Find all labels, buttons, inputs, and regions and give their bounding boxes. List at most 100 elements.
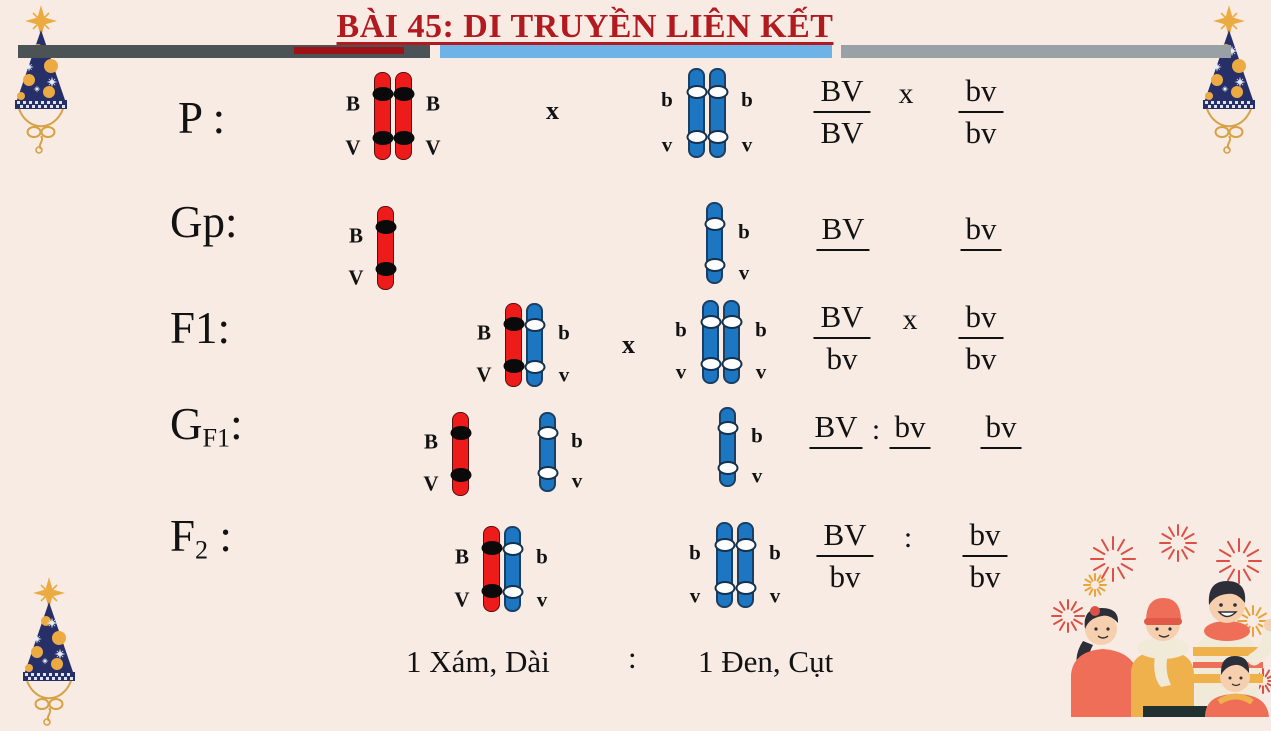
chromosome-red [375, 206, 396, 290]
allele-label: B [423, 429, 439, 454]
divider-bar-blue [440, 45, 832, 58]
allele-locus-dot [450, 426, 471, 441]
allele-label: v [536, 587, 548, 612]
allele-label: b [738, 219, 750, 244]
allele-locus-dot [502, 541, 523, 556]
allele-locus-dot [481, 540, 502, 555]
chromosome-red [372, 72, 393, 160]
allele-label: V [348, 265, 364, 290]
allele-label: v [689, 583, 701, 608]
allele-label: B [345, 91, 361, 116]
chromosome-blue [704, 202, 725, 284]
allele-locus-dot [503, 359, 524, 374]
allele-locus-dot [524, 360, 545, 375]
allele-locus-dot [707, 129, 728, 144]
allele-label: B [425, 91, 441, 116]
allele-label: B [348, 223, 364, 248]
row-label-F1: F1: [170, 303, 231, 353]
chromosome-blue [502, 526, 523, 612]
allele-locus-dot [372, 131, 393, 146]
genotype-term: BV [809, 409, 863, 450]
allele-label: V [345, 135, 361, 160]
allele-locus-dot [714, 537, 735, 552]
allele-label: v [755, 359, 767, 384]
chromosome-blue [714, 522, 735, 608]
allele-label: b [675, 317, 687, 342]
row-label-P: P : [178, 93, 226, 143]
cross-symbol: x [622, 330, 635, 359]
chromosome-blue [686, 68, 707, 158]
allele-locus-dot [686, 129, 707, 144]
allele-label: V [454, 587, 470, 612]
genotype-operator: x [902, 303, 918, 336]
allele-locus-dot [717, 461, 738, 476]
allele-label: v [769, 583, 781, 608]
allele-locus-dot [503, 317, 524, 332]
allele-label: b [536, 544, 548, 569]
allele-locus-dot [707, 84, 728, 99]
allele-label: b [755, 317, 767, 342]
allele-label: V [425, 135, 441, 160]
allele-label: b [571, 428, 583, 453]
allele-label: V [476, 362, 492, 387]
divider-bar-red [294, 47, 404, 54]
allele-label: v [558, 362, 570, 387]
family-illustration [1043, 521, 1271, 717]
chromosome-blue [537, 412, 558, 492]
allele-label: v [741, 132, 753, 157]
allele-locus-dot [537, 466, 558, 481]
allele-locus-dot [502, 584, 523, 599]
genotype-term: bv [960, 211, 1002, 252]
genotype-term: BV [816, 211, 870, 252]
allele-locus-dot [524, 318, 545, 333]
allele-locus-dot [393, 87, 414, 102]
row-label-GF1: GF1: [170, 399, 243, 453]
chromosome-blue [721, 300, 742, 384]
row-label-Gp: Gp: [170, 197, 238, 247]
allele-locus-dot [735, 580, 756, 595]
genotype-term: bv [980, 409, 1022, 450]
chromosome-blue [717, 407, 738, 487]
chromosome-blue [735, 522, 756, 608]
genotype-term: bv [889, 409, 931, 450]
allele-label: b [741, 87, 753, 112]
divider-bar-gray [841, 45, 1231, 58]
party-hat-icon [16, 576, 82, 731]
allele-label: v [661, 132, 673, 157]
allele-locus-dot [714, 580, 735, 595]
allele-locus-dot [393, 131, 414, 146]
allele-label: v [675, 359, 687, 384]
allele-label: b [751, 423, 763, 448]
allele-locus-dot [717, 421, 738, 436]
allele-locus-dot [721, 315, 742, 330]
genotype-operator: : [903, 521, 913, 554]
chromosome-blue [700, 300, 721, 384]
allele-locus-dot [704, 216, 725, 231]
allele-locus-dot [700, 357, 721, 372]
allele-locus-dot [735, 537, 756, 552]
allele-label: b [689, 540, 701, 565]
allele-label: v [571, 468, 583, 493]
allele-label: v [751, 463, 763, 488]
chromosome-red [450, 412, 471, 496]
chromosome-blue [707, 68, 728, 158]
allele-locus-dot [700, 315, 721, 330]
chromosome-blue [524, 303, 545, 387]
allele-label: b [661, 87, 673, 112]
page-title: BÀI 45: DI TRUYỀN LIÊN KẾT [336, 8, 834, 45]
ratio-colon: : [628, 640, 637, 675]
allele-locus-dot [372, 87, 393, 102]
ratio-right-phenotype: 1 Đen, Cụt [698, 644, 834, 679]
ratio-left-phenotype: 1 Xám, Dài [406, 644, 550, 679]
row-label-F2: F2 : [170, 511, 232, 565]
genotype-operator: x [898, 77, 914, 110]
allele-label: v [738, 260, 750, 285]
allele-label: B [454, 544, 470, 569]
allele-locus-dot [375, 262, 396, 277]
